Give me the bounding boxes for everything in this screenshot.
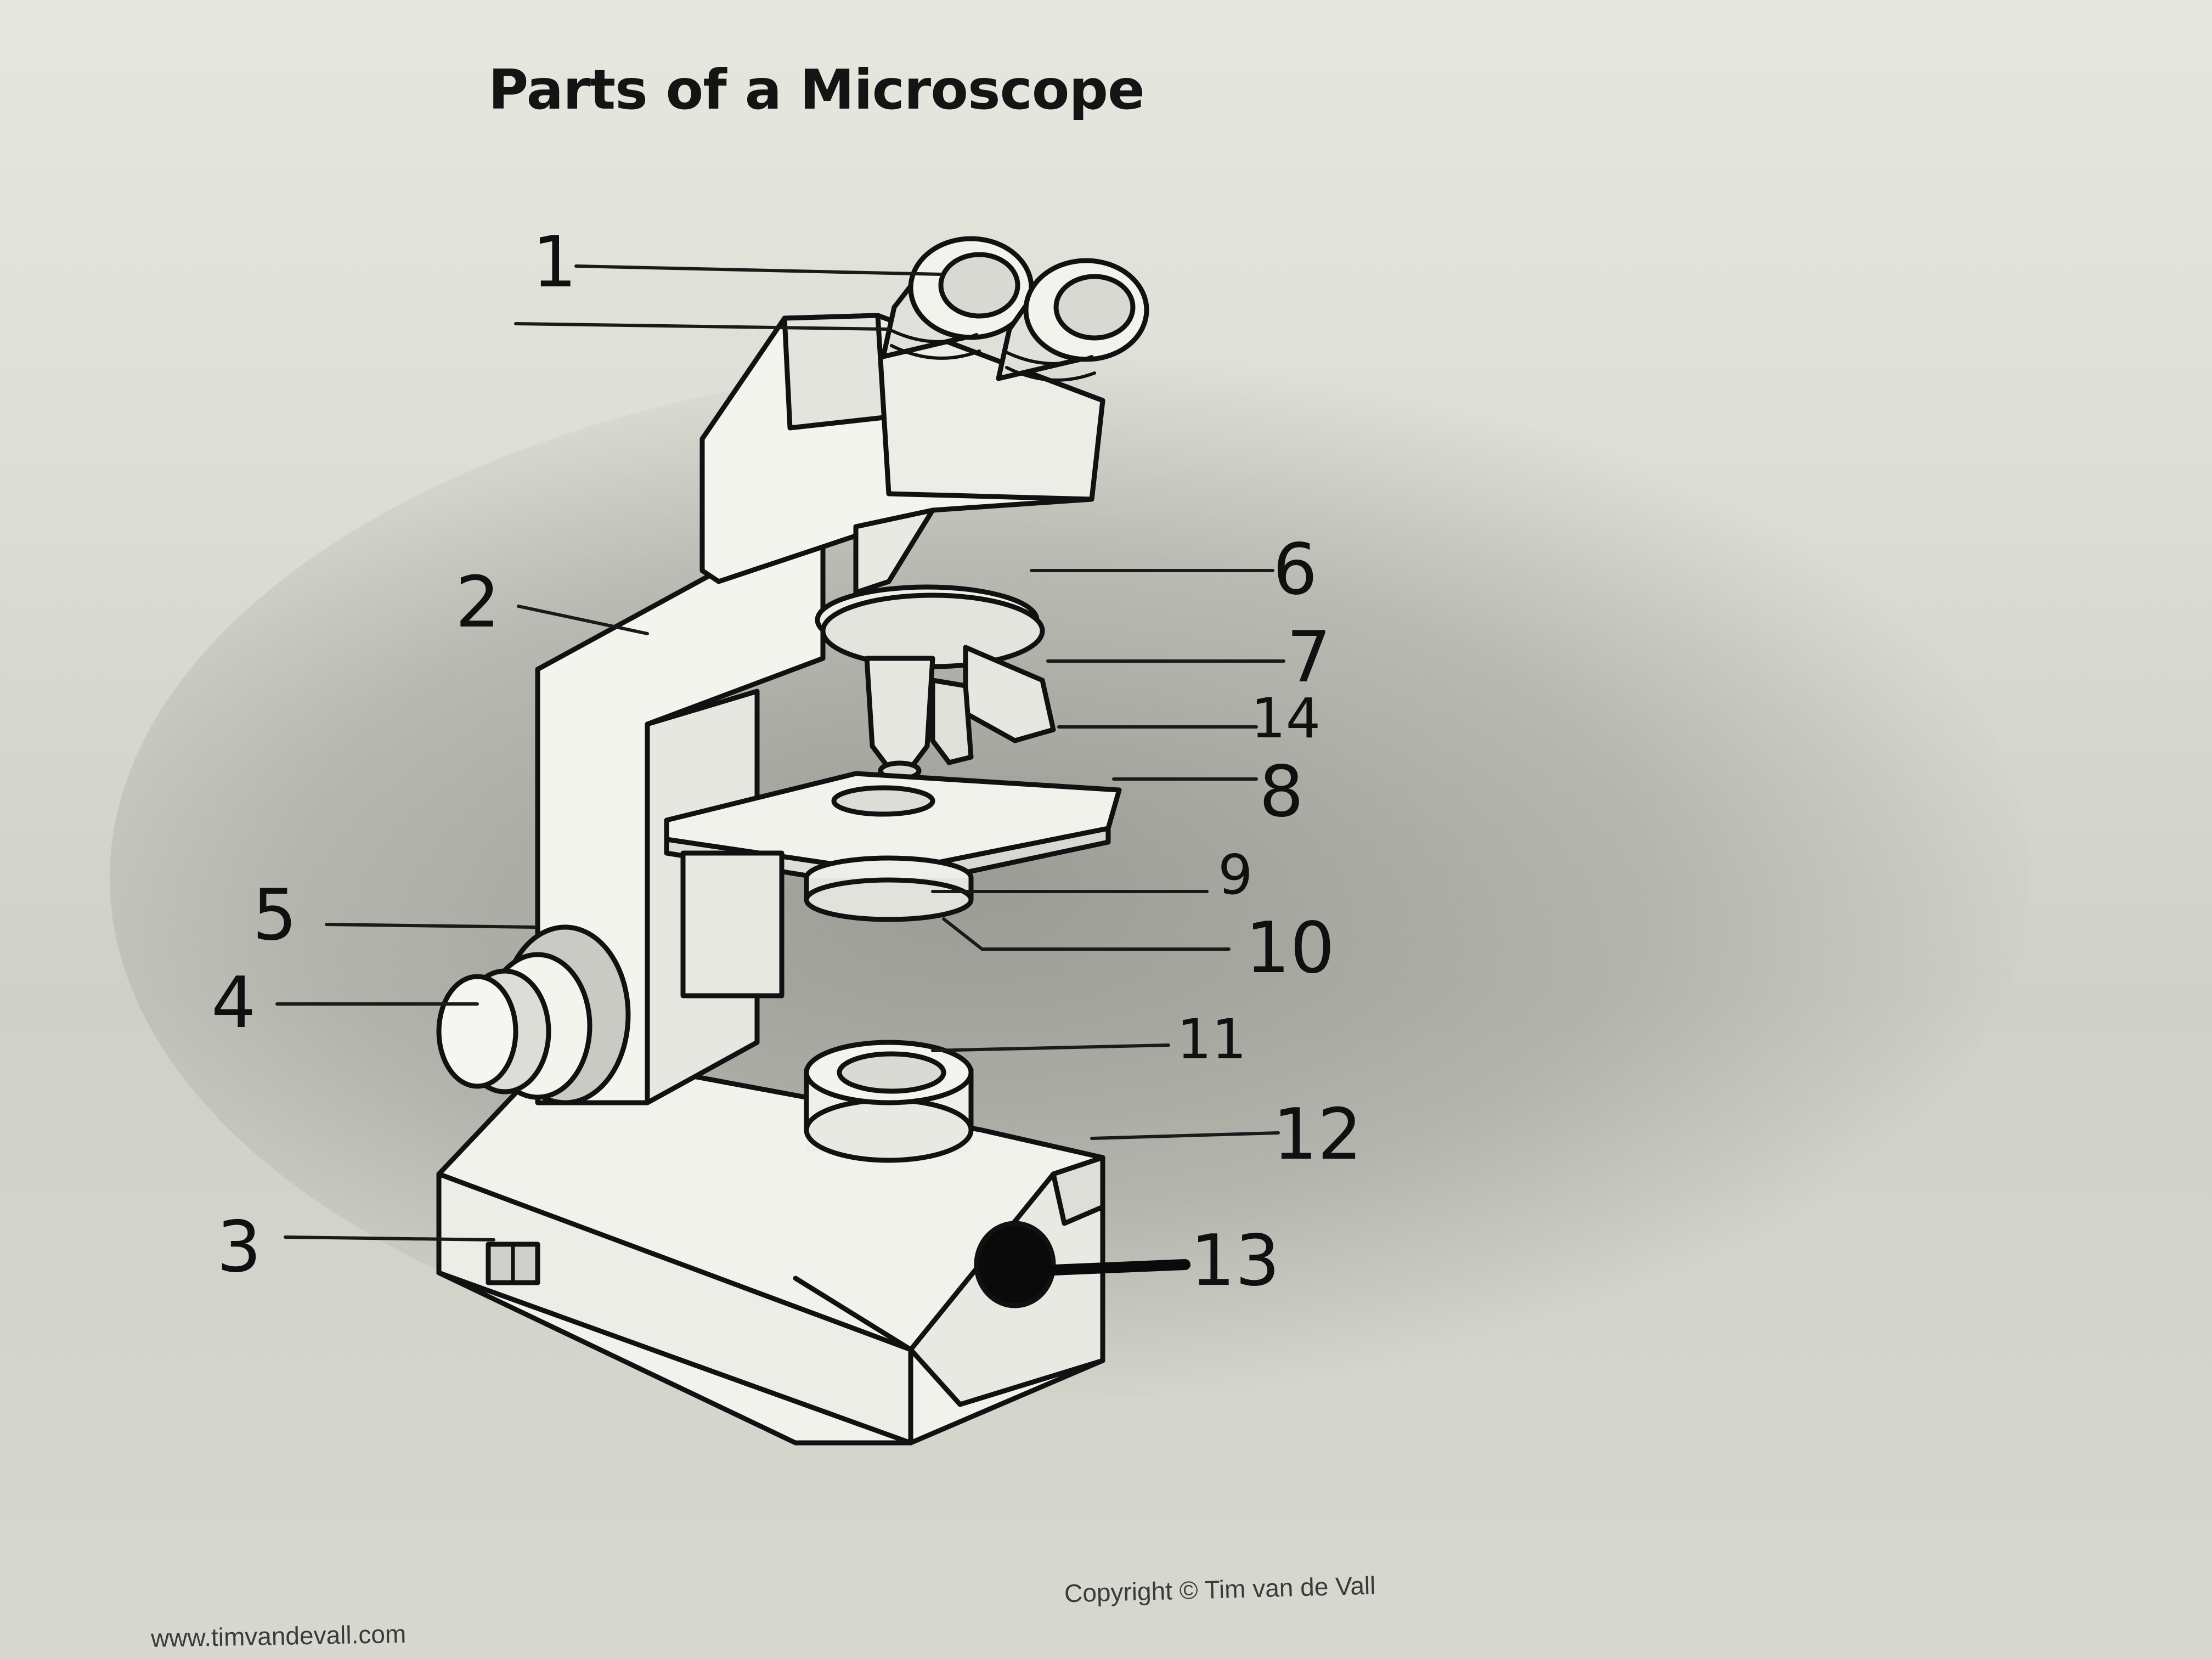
light-switch — [486, 1242, 540, 1285]
website-url: www.timvandevall.com — [150, 1619, 407, 1653]
label-13: 13 — [1190, 1220, 1280, 1302]
worksheet-title: Parts of a Microscope — [488, 58, 1145, 122]
label-10: 10 — [1245, 907, 1335, 989]
leader-line-12 — [1090, 1131, 1280, 1140]
nosepiece — [815, 507, 1045, 669]
leader-line-13 — [1048, 1259, 1190, 1276]
illuminator — [804, 1040, 974, 1163]
label-8: 8 — [1259, 751, 1304, 833]
leader-line-10 — [942, 917, 1231, 951]
leader-line-1b — [514, 322, 890, 331]
microscope-base — [436, 1067, 1105, 1446]
eyepieces — [881, 236, 1149, 382]
leader-line-5 — [325, 923, 537, 929]
label-2: 2 — [455, 562, 500, 644]
label-4: 4 — [211, 962, 256, 1044]
condenser — [804, 855, 974, 922]
light-dial-filled — [974, 1221, 1056, 1308]
label-12: 12 — [1273, 1094, 1362, 1176]
objective-lenses — [864, 645, 1056, 781]
microscope-head — [699, 313, 1105, 584]
eyepiece-right — [996, 258, 1149, 382]
label-5: 5 — [252, 874, 297, 956]
fine-focus-knob — [436, 968, 551, 1094]
label-14: 14 — [1251, 686, 1321, 751]
label-6: 6 — [1273, 529, 1318, 611]
label-3: 3 — [217, 1206, 262, 1288]
label-1: 1 — [532, 222, 577, 303]
label-9: 9 — [1218, 843, 1253, 907]
label-7: 7 — [1286, 617, 1331, 698]
leader-line-2 — [517, 605, 649, 635]
label-11: 11 — [1177, 1007, 1247, 1071]
leader-line-3 — [284, 1235, 495, 1242]
leader-line-1 — [574, 264, 943, 276]
leader-line-11 — [931, 1043, 1170, 1052]
leader-lines — [275, 264, 1285, 1276]
